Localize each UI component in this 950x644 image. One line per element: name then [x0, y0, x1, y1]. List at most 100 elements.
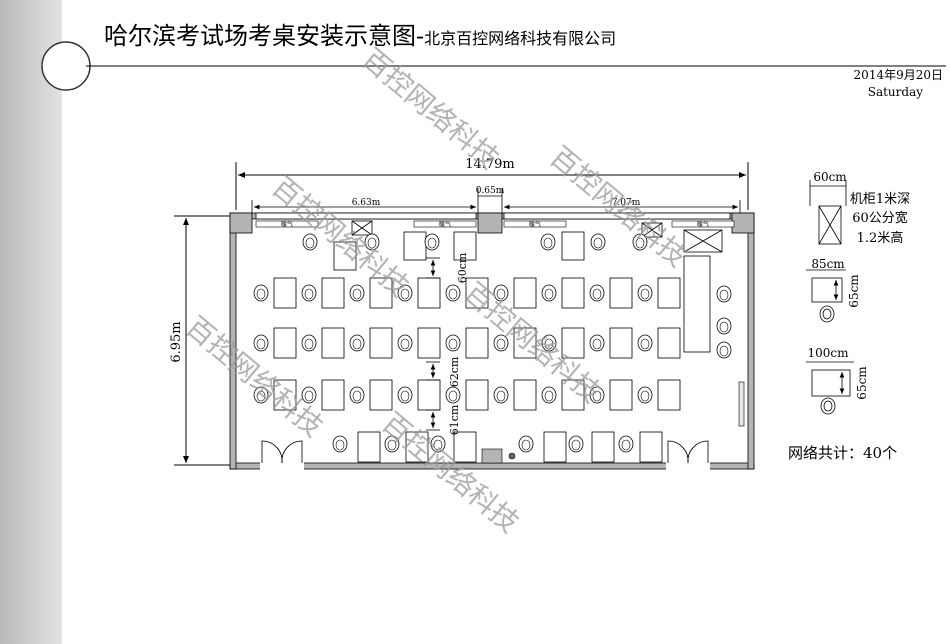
gap-label: 0.65m — [476, 186, 505, 196]
chair — [397, 334, 413, 352]
right-wall-panel — [738, 381, 745, 427]
exam-desk — [561, 277, 585, 309]
title-circle — [41, 41, 91, 91]
chair — [590, 233, 606, 251]
chair — [518, 435, 534, 453]
exam-desk — [657, 277, 681, 309]
exam-desk — [417, 277, 441, 309]
chair — [430, 435, 446, 453]
sidebar-band — [0, 0, 62, 644]
chair — [349, 386, 365, 404]
exam-desk — [639, 431, 663, 463]
chair — [589, 284, 605, 302]
page-title: 哈尔滨考试场考桌安装示意图-北京百控网络科技有限公司 — [104, 22, 616, 50]
chair — [541, 334, 557, 352]
cabinet-in-room — [351, 220, 723, 253]
exam-desk — [609, 277, 633, 309]
legend-small-desk-width: 85cm — [811, 257, 845, 271]
chair — [349, 334, 365, 352]
chair — [541, 386, 557, 404]
chair — [301, 334, 317, 352]
chair — [384, 435, 400, 453]
chair — [493, 334, 509, 352]
total-width-label: 14.79m — [465, 157, 515, 172]
legend-cabinet-desc-2: 60公分宽 — [852, 210, 908, 226]
chair — [301, 386, 317, 404]
chair — [637, 386, 653, 404]
exam-desk — [591, 431, 615, 463]
svg-text:暖气: 暖气 — [439, 220, 451, 228]
chair — [349, 284, 365, 302]
exam-desk — [657, 327, 681, 359]
chair — [253, 334, 269, 352]
legend-small-desk-depth: 65cm — [847, 274, 861, 308]
date-text: 2014年9月20日 — [854, 68, 943, 82]
legend-large-desk-width: 100cm — [807, 346, 849, 360]
exam-desk — [273, 327, 297, 359]
svg-text:暖气: 暖气 — [697, 220, 709, 228]
pillar — [481, 448, 503, 464]
exam-desk — [609, 327, 633, 359]
legend-small-desk — [806, 269, 846, 323]
legend-cabinet-width: 60cm — [813, 170, 847, 184]
legend-cabinet-desc-1: 机柜1米深 — [850, 192, 910, 207]
exam-desk — [321, 379, 345, 411]
exam-desk — [561, 231, 585, 261]
chair — [540, 233, 556, 251]
height-label: 6.95m — [169, 321, 184, 362]
watermark-5: 百控网络科技 — [180, 310, 330, 443]
exam-desk — [513, 379, 537, 411]
chair — [424, 233, 440, 251]
side-table — [683, 255, 711, 353]
radiators — [255, 220, 735, 228]
exam-desk — [369, 277, 393, 309]
row-gap-mid-label: 62cm — [448, 356, 461, 387]
chair — [301, 284, 317, 302]
exam-desk — [321, 277, 345, 309]
chair — [589, 386, 605, 404]
chair — [445, 334, 461, 352]
dimension-height — [174, 215, 232, 466]
dimension-window-spans — [251, 188, 741, 214]
exam-desk — [273, 379, 297, 411]
left-span-label: 6.63m — [352, 198, 381, 208]
row-gap-bottom-label: 61cm — [448, 404, 461, 435]
exam-desk — [561, 379, 585, 411]
svg-text:暖气: 暖气 — [281, 220, 293, 228]
chair — [589, 334, 605, 352]
legend-large-desk — [806, 361, 854, 415]
chair — [716, 341, 732, 359]
legend-cabinet-desc-3: 1.2米高 — [857, 230, 904, 246]
radiator-labels: 暖气 暖气 暖气 暖气 — [281, 220, 709, 228]
chair — [632, 233, 648, 251]
chair — [568, 435, 584, 453]
svg-text:暖气: 暖气 — [529, 220, 541, 228]
chair — [364, 233, 380, 251]
exam-desk — [453, 231, 477, 261]
network-total: 网络共计：40个 — [788, 444, 897, 462]
furniture-layout — [253, 231, 732, 463]
chair — [302, 233, 318, 251]
floor-socket — [508, 452, 516, 460]
top-windows — [255, 212, 731, 220]
exam-desk — [513, 277, 537, 309]
weekday-text: Saturday — [868, 85, 923, 99]
exam-desk — [465, 379, 489, 411]
exam-desk — [465, 277, 489, 309]
exam-desk — [357, 431, 381, 463]
exam-desk — [417, 327, 441, 359]
legend-large-desk-depth: 65cm — [855, 366, 869, 400]
chair — [637, 334, 653, 352]
chair — [618, 435, 634, 453]
watermark-1: 百控网络科技 — [356, 42, 506, 175]
chair — [493, 386, 509, 404]
chair — [332, 435, 348, 453]
chair — [716, 285, 732, 303]
chair — [493, 284, 509, 302]
exam-desk — [273, 277, 297, 309]
chair — [637, 284, 653, 302]
exam-desk — [333, 241, 357, 271]
chair — [397, 386, 413, 404]
chair — [716, 317, 732, 335]
